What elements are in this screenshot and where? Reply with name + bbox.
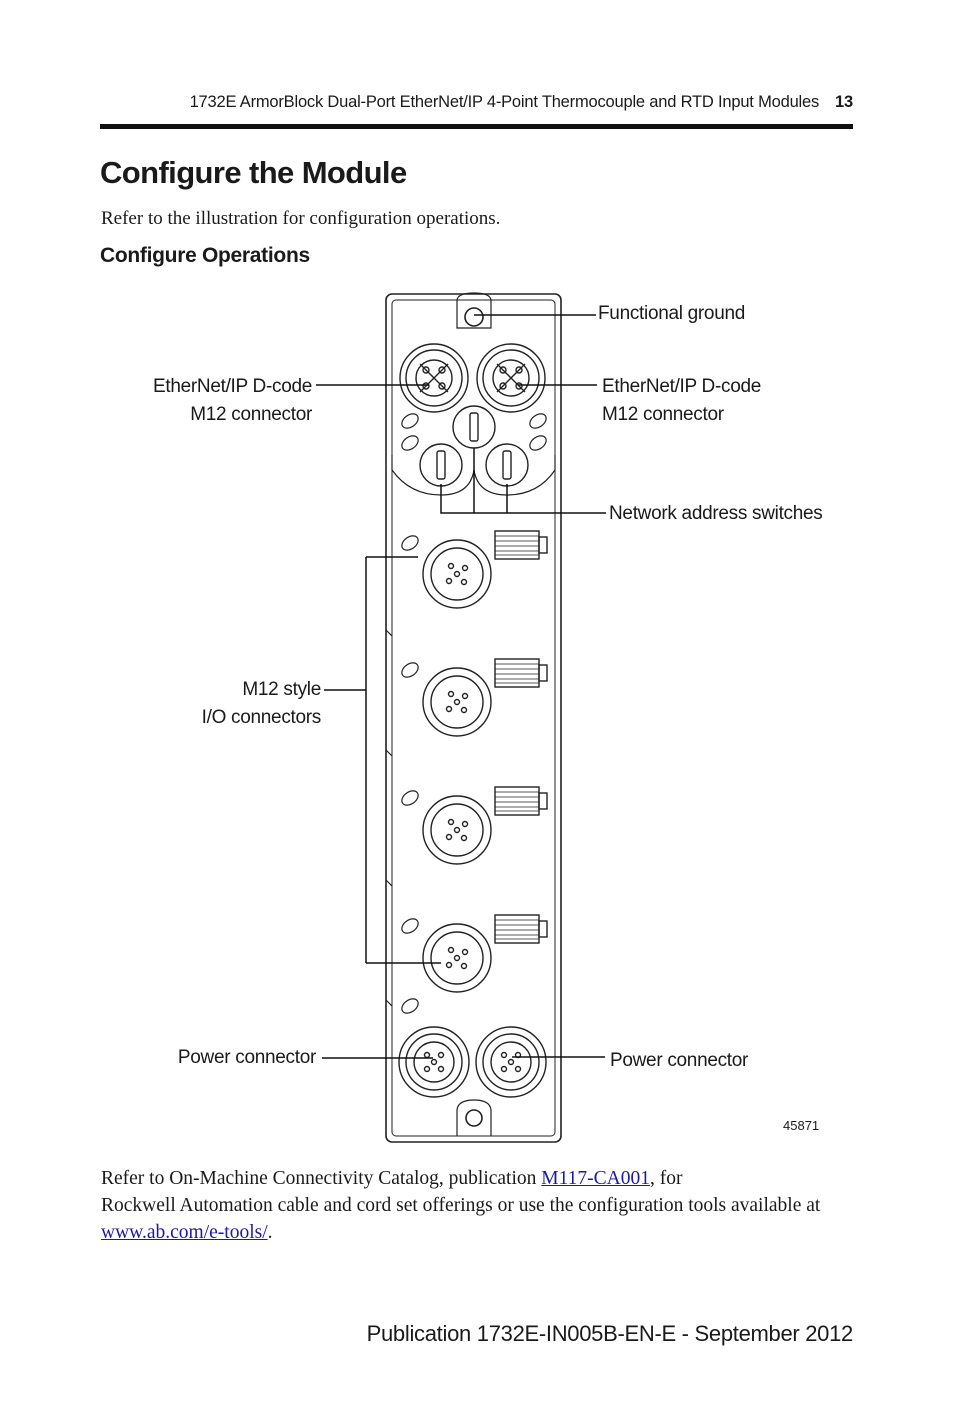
label-ethernet-left-line2: M12 connector: [190, 404, 312, 425]
label-ethernet-right-line2: M12 connector: [602, 404, 724, 425]
intro-paragraph: Refer to the illustration for configurat…: [101, 208, 501, 229]
io-connector-1: [422, 530, 548, 609]
ethernet-connector-left: [399, 343, 469, 413]
label-power-left: Power connector: [177, 1047, 316, 1068]
side-notches: [385, 629, 393, 1007]
label-network-switches: Network address switches: [609, 503, 823, 524]
label-ethernet-left-line1: EtherNet/IP D-code: [153, 376, 312, 397]
label-ethernet-right-line1: EtherNet/IP D-code: [602, 376, 761, 397]
reference-text-3: Rockwell Automation cable and cord set o…: [101, 1195, 821, 1216]
running-header: 1732E ArmorBlock Dual-Port EtherNet/IP 4…: [100, 93, 854, 112]
page-title: Configure the Module: [100, 155, 407, 190]
label-power-right: Power connector: [610, 1050, 749, 1071]
ground-tab: [456, 292, 492, 329]
io-connector-3: [422, 786, 548, 865]
status-leds: [401, 413, 547, 1014]
label-functional-ground: Functional ground: [598, 303, 746, 324]
section-subtitle: Configure Operations: [100, 244, 310, 267]
module-body-inner: [391, 299, 556, 1137]
ethernet-connector-right: [476, 343, 546, 413]
catalog-link[interactable]: M117-CA001: [541, 1168, 650, 1189]
label-io-connectors-line1: M12 style: [242, 679, 321, 700]
reference-paragraph: Refer to On-Machine Connectivity Catalog…: [101, 1165, 861, 1246]
power-connector-left: [398, 1026, 470, 1098]
label-io-connectors-line2: I/O connectors: [201, 707, 322, 728]
page-number: 13: [835, 93, 853, 111]
publication-footer: Publication 1732E-IN005B-EN-E - Septembe…: [366, 1321, 854, 1346]
reference-text-1: Refer to On-Machine Connectivity Catalog…: [101, 1168, 542, 1189]
running-title: 1732E ArmorBlock Dual-Port EtherNet/IP 4…: [189, 93, 820, 111]
leader-lines: [316, 314, 606, 1059]
io-connector-4: [422, 914, 548, 993]
header-rule: [100, 124, 853, 129]
reference-text-4: .: [267, 1222, 273, 1243]
ground-screw: [464, 307, 484, 327]
mount-hole: [465, 1109, 483, 1127]
module-body-outer: [385, 293, 562, 1143]
io-connector-2: [422, 658, 548, 737]
figure-number: 45871: [783, 1118, 820, 1133]
reference-text-2: , for: [649, 1168, 683, 1189]
etools-link[interactable]: www.ab.com/e-tools/: [101, 1222, 268, 1243]
mount-tab: [456, 1099, 492, 1136]
power-connector-right: [475, 1026, 547, 1098]
